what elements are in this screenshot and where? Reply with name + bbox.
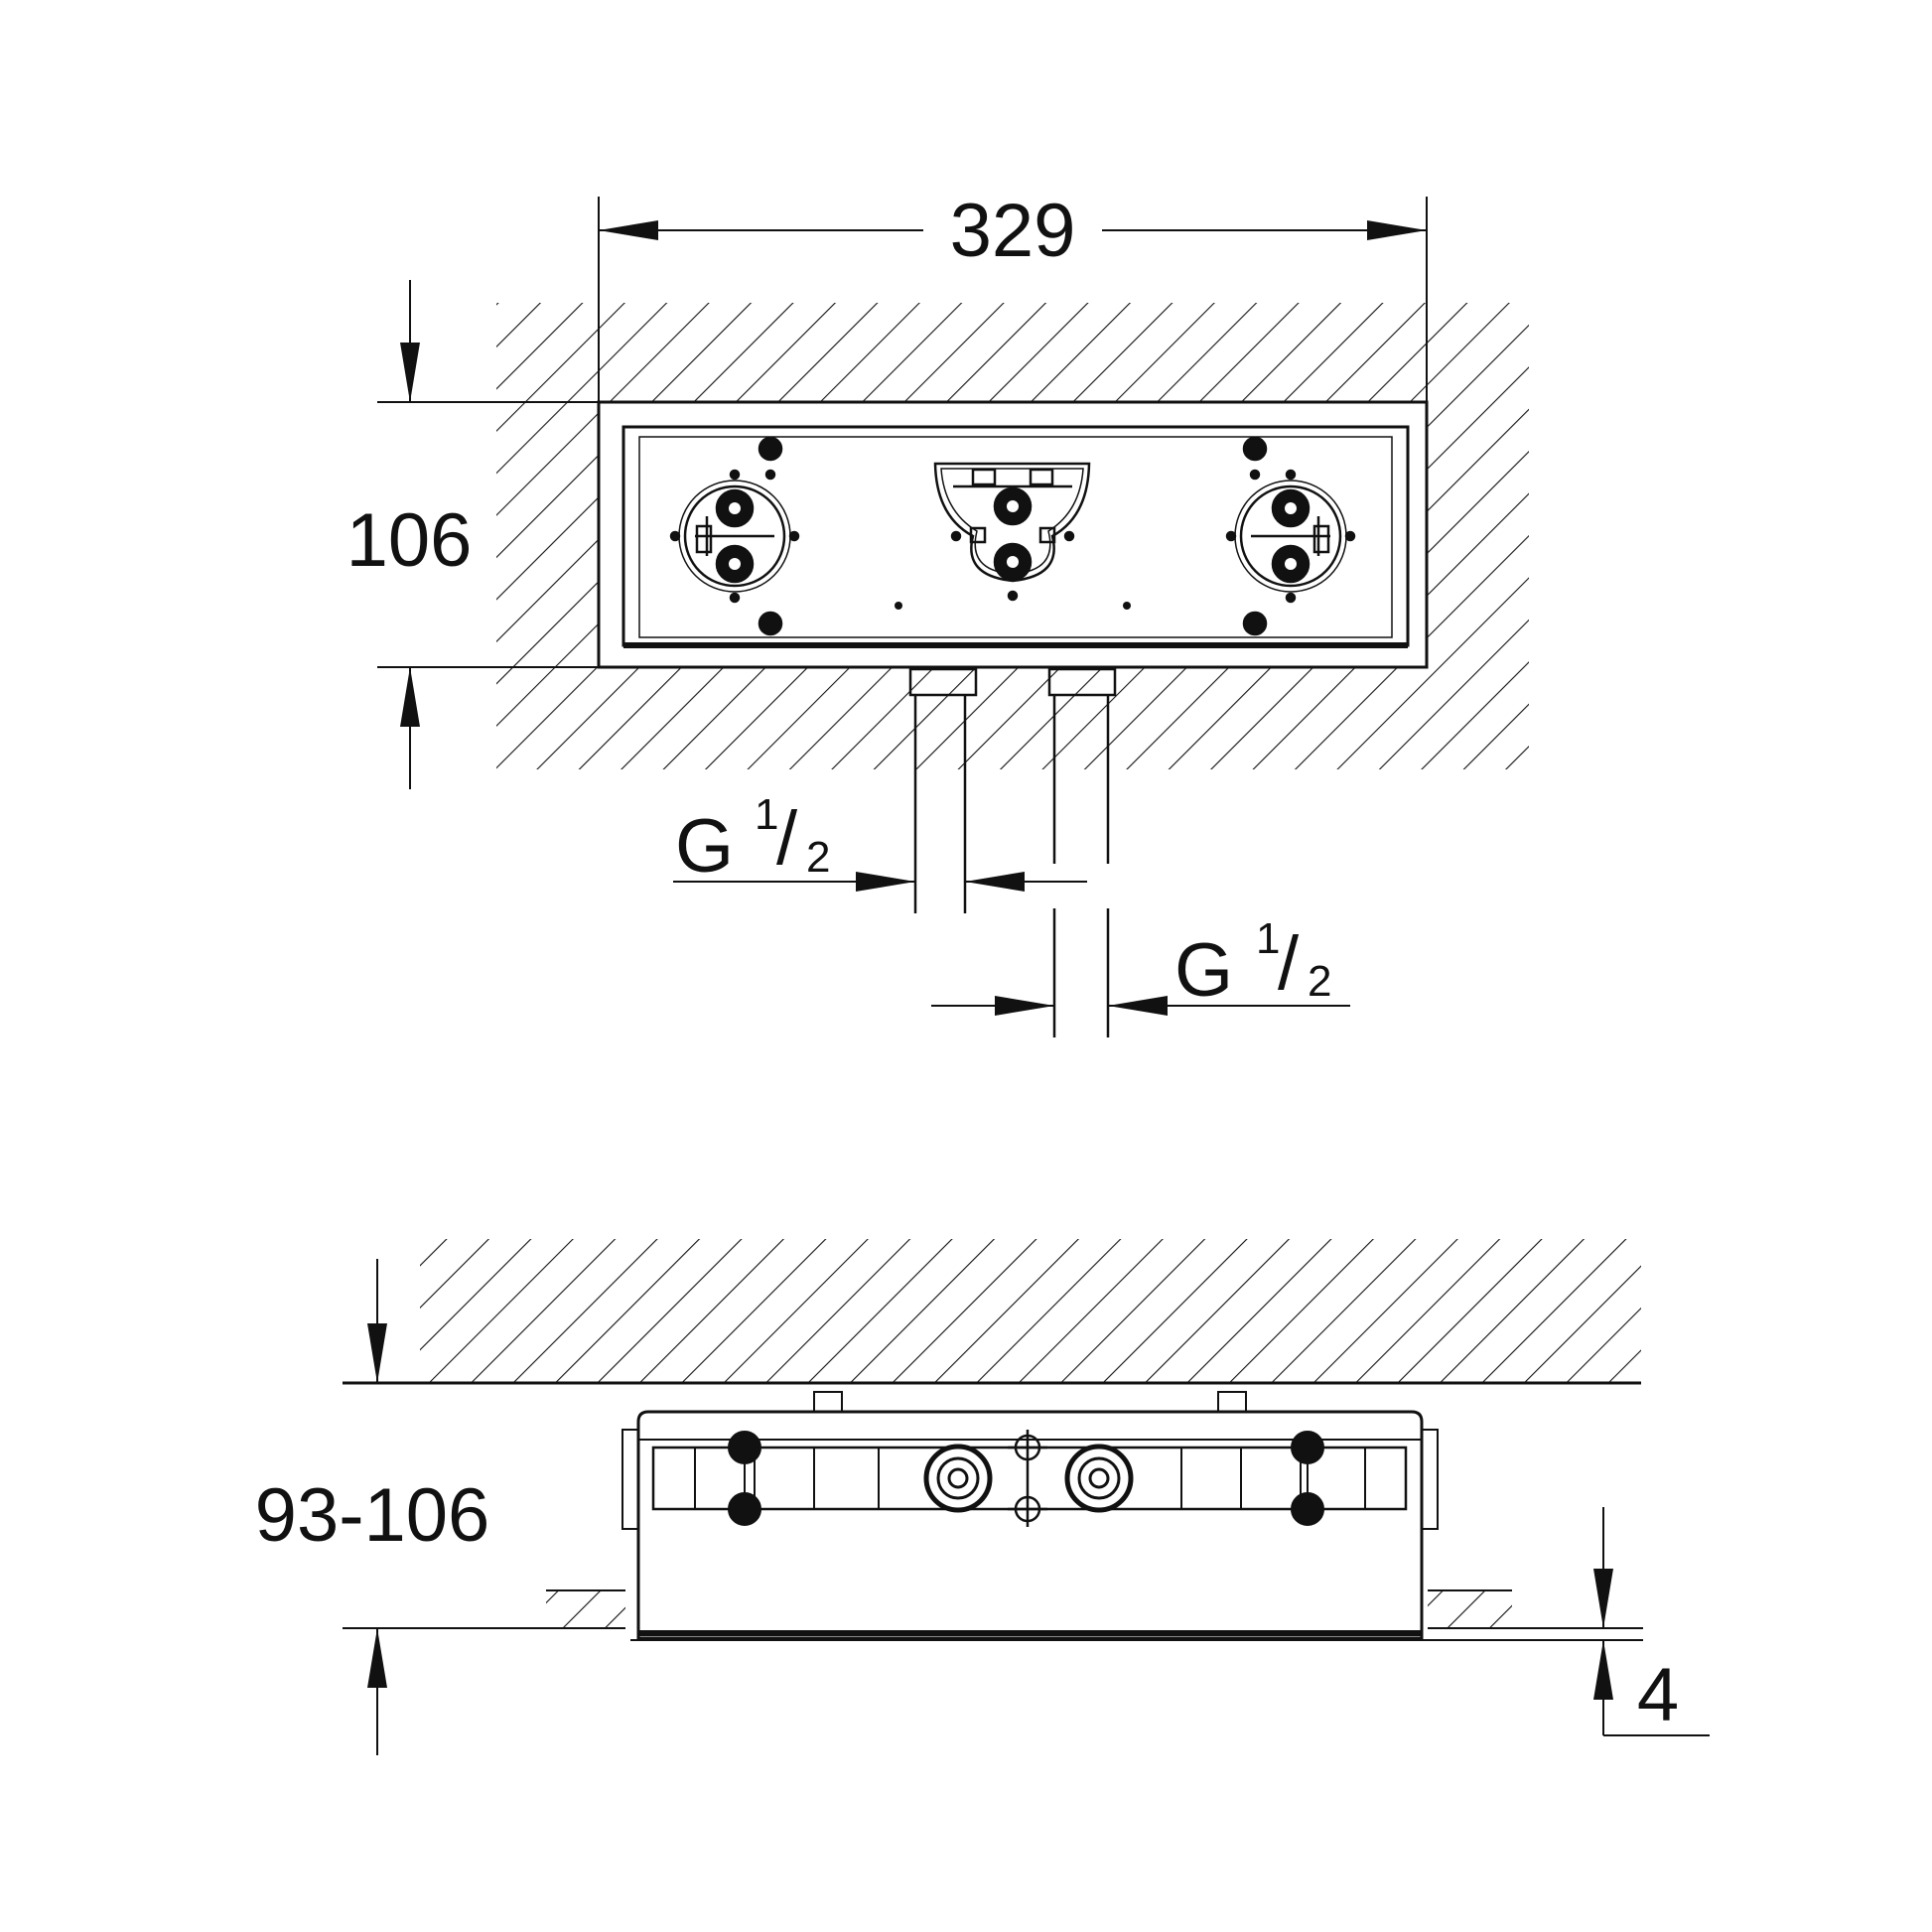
alignment-dots xyxy=(895,602,1131,610)
side-connector-left-icon xyxy=(923,1444,993,1513)
left-valve-icon xyxy=(669,436,800,636)
thread-label-left: G 1 / 2 xyxy=(675,790,830,889)
height-label: 106 xyxy=(346,498,473,583)
finished-wall-segments xyxy=(546,1589,1512,1629)
wall-hatching-side xyxy=(343,1239,1641,1385)
svg-text:1: 1 xyxy=(755,790,778,839)
top-view: 329 106 G 1 / 2 G 1 / 2 xyxy=(346,189,1529,1037)
wall-hatching-top xyxy=(496,303,1529,769)
depth-label: 93-106 xyxy=(255,1473,490,1558)
svg-text:1: 1 xyxy=(1256,914,1280,963)
pipe-connectors xyxy=(908,667,1117,1037)
svg-text:2: 2 xyxy=(806,833,830,882)
thread-label-right: G 1 / 2 xyxy=(1174,914,1331,1013)
side-valve-right-icon xyxy=(1288,1431,1327,1526)
width-label: 329 xyxy=(950,189,1076,273)
svg-text:G: G xyxy=(675,804,734,889)
side-valve-left-icon xyxy=(725,1431,764,1526)
svg-text:/: / xyxy=(776,796,798,881)
dimension-depth xyxy=(343,1259,546,1755)
offset-label: 4 xyxy=(1637,1653,1679,1737)
side-diverter-icon xyxy=(1008,1430,1047,1527)
dimension-height xyxy=(377,280,599,789)
dimension-width xyxy=(598,197,1428,402)
right-valve-icon xyxy=(1225,436,1356,636)
side-view: 93-106 4 xyxy=(255,1239,1710,1755)
dimension-offset xyxy=(1430,1507,1710,1736)
center-diverter-icon xyxy=(933,462,1091,602)
svg-text:/: / xyxy=(1278,921,1300,1006)
mounting-studs xyxy=(813,1391,1247,1413)
svg-text:2: 2 xyxy=(1308,957,1331,1006)
side-connector-right-icon xyxy=(1064,1444,1134,1513)
svg-text:G: G xyxy=(1174,928,1233,1013)
mounting-box-top xyxy=(597,400,1429,669)
